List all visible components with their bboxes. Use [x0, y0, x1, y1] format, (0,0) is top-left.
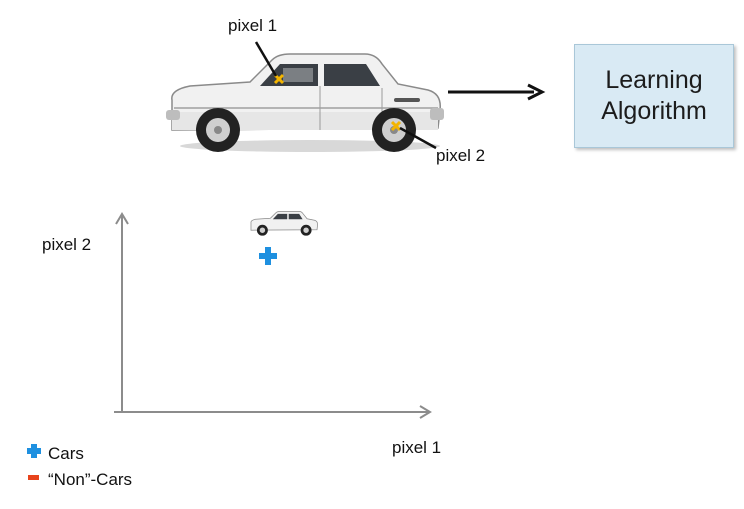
learning-algorithm-box: Learning Algorithm: [574, 44, 734, 148]
pixel-2-marker: [390, 120, 402, 132]
legend-item-cars: Cars: [26, 443, 84, 464]
box-line-2: Algorithm: [601, 97, 707, 125]
car-image: [166, 53, 444, 152]
x-axis-label: pixel 1: [392, 438, 442, 457]
y-axis-label: pixel 2: [42, 235, 92, 254]
plot-axes: [114, 212, 432, 419]
car-thumbnail: [250, 210, 318, 236]
legend-label-cars: Cars: [48, 443, 84, 463]
arrow-right-icon: [448, 83, 546, 101]
plus-icon: [26, 443, 48, 464]
pixel-2-label: pixel 2: [436, 146, 486, 165]
minus-icon: [26, 469, 48, 490]
legend-item-non-cars: “Non”-Cars: [26, 469, 132, 490]
pixel-1-label: pixel 1: [228, 16, 278, 35]
box-line-1: Learning: [605, 66, 703, 94]
pixel-1-marker: [273, 73, 285, 85]
legend-label-non-cars: “Non”-Cars: [48, 469, 133, 489]
plus-marker-point: [259, 247, 277, 265]
